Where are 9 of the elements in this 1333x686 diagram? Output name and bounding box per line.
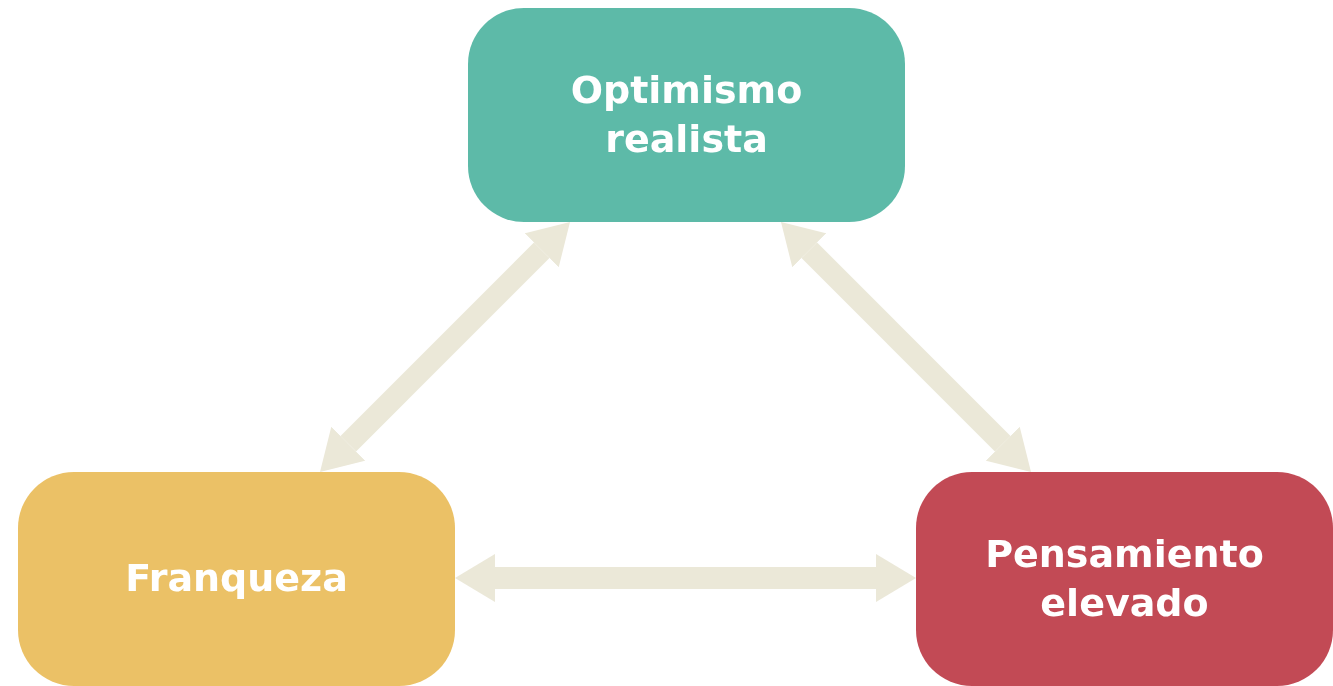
rounded-box [18, 472, 455, 686]
double-arrow [455, 554, 916, 602]
box-label: Pensamiento elevado [984, 530, 1265, 627]
rounded-box [468, 8, 905, 222]
double-arrow [781, 222, 1031, 472]
box-label: Optimismo realista [569, 66, 804, 163]
box-label: Franqueza [124, 555, 349, 603]
double-arrow [320, 222, 570, 472]
rounded-box [916, 472, 1333, 686]
